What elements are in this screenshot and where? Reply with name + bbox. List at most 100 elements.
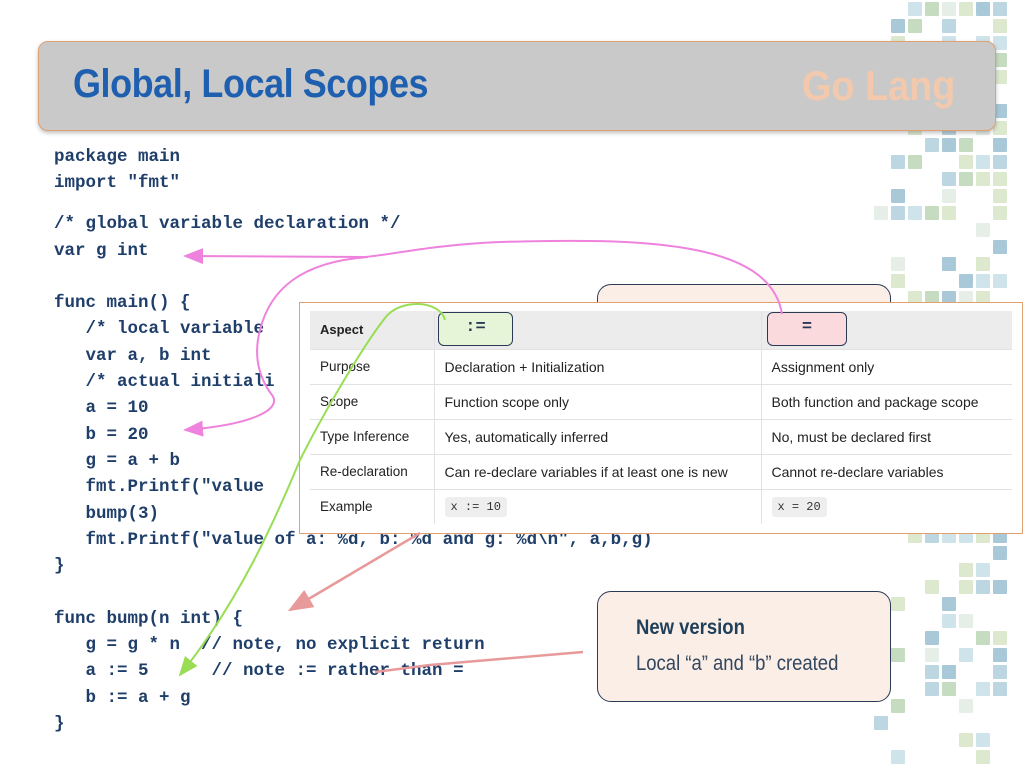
code-line: a = 10 xyxy=(54,398,149,418)
mosaic-tile xyxy=(993,104,1007,118)
mosaic-tile xyxy=(993,665,1007,679)
table-cell: Re-declaration xyxy=(310,454,435,490)
code-line: fmt.Printf("value xyxy=(54,477,265,497)
mosaic-tile xyxy=(959,614,973,628)
table-row: Scope Function scope only Both function … xyxy=(310,384,1012,420)
mosaic-tile xyxy=(993,274,1007,288)
mosaic-tile xyxy=(925,631,939,645)
code-line: /* global variable declaration */ xyxy=(54,214,401,234)
table-cell: Both function and package scope xyxy=(761,384,1012,420)
mosaic-tile xyxy=(993,2,1007,16)
mosaic-tile xyxy=(891,750,905,764)
table-cell: Scope xyxy=(310,384,435,420)
comparison-table-panel: Aspect Purpose Declaration + Initializat… xyxy=(299,302,1023,534)
mosaic-tile xyxy=(942,19,956,33)
table-cell: Type Inference xyxy=(310,419,435,455)
mosaic-tile xyxy=(908,19,922,33)
mosaic-tile xyxy=(925,648,939,662)
mosaic-tile xyxy=(976,750,990,764)
table-header-row: Aspect xyxy=(310,311,1012,350)
mosaic-tile xyxy=(959,648,973,662)
comparison-table: Aspect Purpose Declaration + Initializat… xyxy=(310,311,1012,524)
mosaic-tile xyxy=(976,257,990,271)
code-line: package main xyxy=(54,147,181,167)
mosaic-tile xyxy=(908,291,922,305)
mosaic-tile xyxy=(993,631,1007,645)
table-cell: Function scope only xyxy=(434,384,762,420)
mosaic-tile xyxy=(976,291,990,305)
mosaic-tile xyxy=(925,682,939,696)
mosaic-tile xyxy=(976,563,990,577)
mosaic-tile xyxy=(976,631,990,645)
mosaic-tile xyxy=(993,546,1007,560)
mosaic-tile xyxy=(942,138,956,152)
mosaic-tile xyxy=(993,53,1007,67)
mosaic-tile xyxy=(942,206,956,220)
mosaic-tile xyxy=(891,648,905,662)
table-cell: Purpose xyxy=(310,349,435,385)
code-line: var g int xyxy=(54,241,149,261)
mosaic-tile xyxy=(942,257,956,271)
mosaic-tile xyxy=(891,19,905,33)
table-cell: Assignment only xyxy=(761,349,1012,385)
mosaic-tile xyxy=(942,597,956,611)
mosaic-tile xyxy=(993,70,1007,84)
mosaic-tile xyxy=(891,155,905,169)
mosaic-tile xyxy=(891,257,905,271)
table-cell: x = 20 xyxy=(761,489,1012,524)
code-line: func bump(n int) { xyxy=(54,609,244,629)
table-row: Example x := 10 x = 20 xyxy=(310,489,1012,524)
mosaic-tile xyxy=(874,716,888,730)
mosaic-tile xyxy=(976,2,990,16)
mosaic-tile xyxy=(993,155,1007,169)
mosaic-tile xyxy=(993,36,1007,50)
table-cell: Can re-declare variables if at least one… xyxy=(434,454,762,490)
mosaic-tile xyxy=(993,240,1007,254)
mosaic-tile xyxy=(993,172,1007,186)
mosaic-tile xyxy=(976,274,990,288)
mosaic-tile xyxy=(976,155,990,169)
mosaic-tile xyxy=(959,138,973,152)
mosaic-tile xyxy=(976,682,990,696)
mosaic-tile xyxy=(908,206,922,220)
example-code-chip: x := 10 xyxy=(444,496,507,517)
code-line: g = a + b xyxy=(54,451,181,471)
mosaic-tile xyxy=(942,682,956,696)
mosaic-tile xyxy=(959,699,973,713)
table-cell: Declaration + Initialization xyxy=(434,349,762,385)
mosaic-tile xyxy=(942,189,956,203)
callout-title: New version xyxy=(636,616,745,639)
mosaic-tile xyxy=(891,274,905,288)
mosaic-tile xyxy=(891,699,905,713)
table-row: Type Inference Yes, automatically inferr… xyxy=(310,419,1012,455)
mosaic-tile xyxy=(891,206,905,220)
mosaic-tile xyxy=(925,2,939,16)
code-line: b := a + g xyxy=(54,688,191,708)
mosaic-tile xyxy=(959,733,973,747)
table-row: Purpose Declaration + Initialization Ass… xyxy=(310,349,1012,385)
mosaic-tile xyxy=(993,648,1007,662)
mosaic-tile xyxy=(993,138,1007,152)
mosaic-tile xyxy=(976,733,990,747)
mosaic-tile xyxy=(976,223,990,237)
declare-operator-badge: := xyxy=(438,312,513,346)
mosaic-tile xyxy=(959,563,973,577)
mosaic-tile xyxy=(959,172,973,186)
code-line: var a, b int xyxy=(54,346,212,366)
title-banner: Global, Local Scopes Go Lang xyxy=(38,41,996,131)
mosaic-tile xyxy=(942,172,956,186)
code-line: /* local variable xyxy=(54,319,265,339)
table-cell: Yes, automatically inferred xyxy=(434,419,762,455)
code-line: g = g * n // note, no explicit return xyxy=(54,635,485,655)
table-cell: Cannot re-declare variables xyxy=(761,454,1012,490)
mosaic-tile xyxy=(993,121,1007,135)
mosaic-tile xyxy=(908,155,922,169)
mosaic-tile xyxy=(959,291,973,305)
mosaic-tile xyxy=(959,2,973,16)
mosaic-tile xyxy=(908,2,922,16)
mosaic-tile xyxy=(942,614,956,628)
mosaic-tile xyxy=(993,580,1007,594)
mosaic-tile xyxy=(993,189,1007,203)
table-cell: x := 10 xyxy=(434,489,762,524)
mosaic-tile xyxy=(925,580,939,594)
